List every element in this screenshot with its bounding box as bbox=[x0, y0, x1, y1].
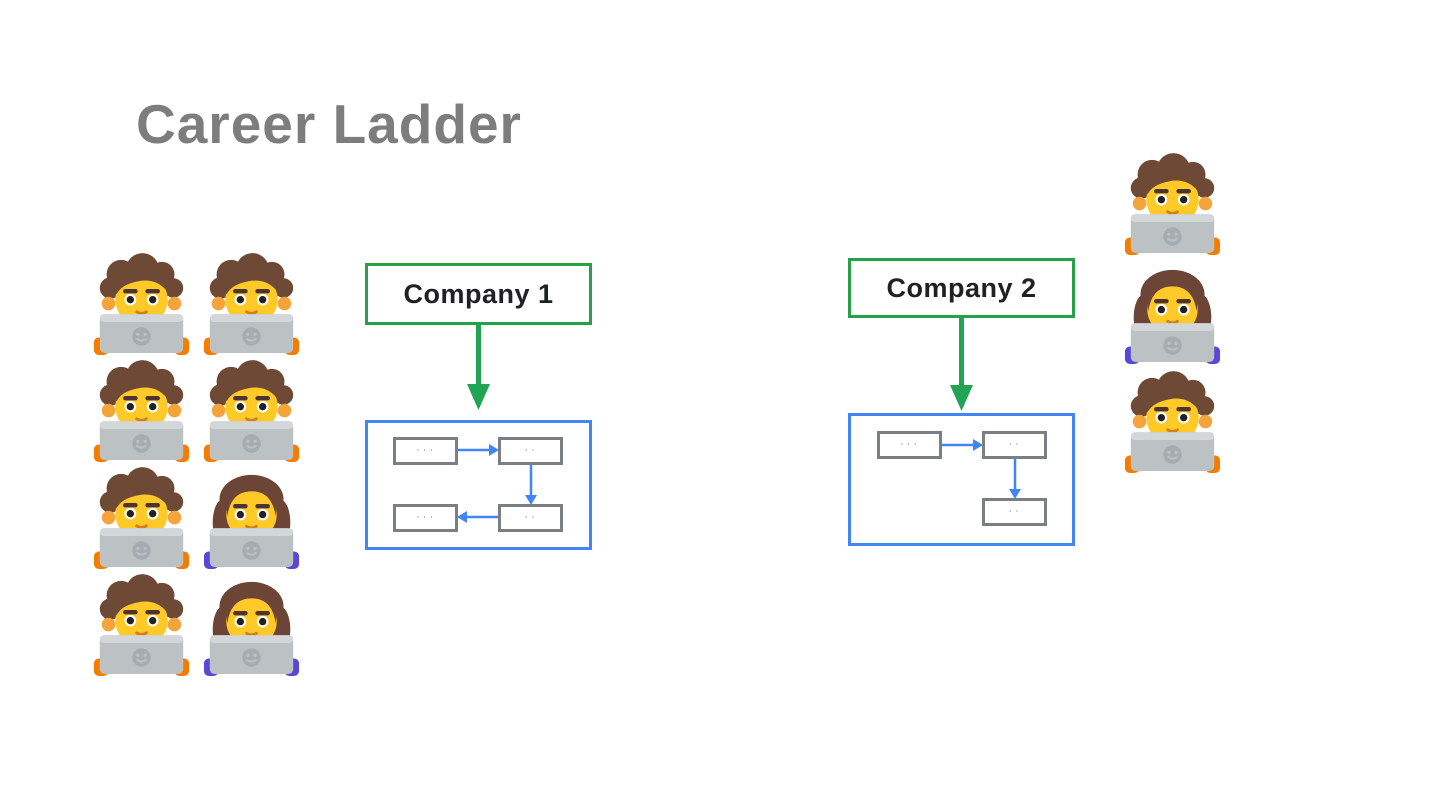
company2-down-arrow-icon bbox=[950, 317, 973, 411]
company1-ladder-box: · · · · · · · · · · bbox=[365, 420, 592, 550]
technologist-person-emoji bbox=[203, 252, 313, 359]
ladder2-node-bottom-right: · · bbox=[982, 498, 1047, 526]
company1-box: Company 1 bbox=[365, 263, 592, 325]
ladder1-node-top-left: · · · bbox=[393, 437, 458, 465]
ladder2-node-top-right: · · bbox=[982, 431, 1047, 459]
slide-title: Career Ladder bbox=[136, 93, 522, 155]
woman-technologist-icon bbox=[203, 581, 300, 676]
person-technologist-icon bbox=[203, 360, 300, 462]
woman-technologist-icon bbox=[1124, 269, 1221, 364]
technologist-woman-emoji bbox=[203, 573, 313, 680]
person-technologist-icon bbox=[93, 253, 190, 355]
technologist-person-emoji bbox=[93, 359, 203, 466]
technologist-person-emoji bbox=[1124, 370, 1234, 479]
ladder1-node-bottom-right: · · bbox=[498, 504, 563, 532]
ladder1-node-top-right: · · bbox=[498, 437, 563, 465]
ladder2-node-top-left: · · · bbox=[877, 431, 942, 459]
technologist-person-emoji bbox=[1124, 152, 1234, 261]
person-technologist-icon bbox=[1124, 153, 1221, 255]
node-label: · · · bbox=[417, 448, 434, 454]
company1-down-arrow-icon bbox=[467, 324, 490, 410]
company1-flow-arrows bbox=[457, 444, 537, 523]
technologist-person-emoji bbox=[203, 359, 313, 466]
node-label: · · bbox=[525, 515, 536, 521]
node-label: · · bbox=[1009, 509, 1020, 515]
person-technologist-icon bbox=[203, 253, 300, 355]
ladder1-node-bottom-left: · · · bbox=[393, 504, 458, 532]
company2-flow-arrows bbox=[942, 439, 1021, 499]
node-label: · · bbox=[525, 448, 536, 454]
technologist-woman-emoji bbox=[203, 466, 313, 573]
woman-technologist-icon bbox=[203, 474, 300, 569]
person-technologist-icon bbox=[93, 467, 190, 569]
node-label: · · · bbox=[417, 515, 434, 521]
company1-label: Company 1 bbox=[403, 278, 554, 309]
person-technologist-icon bbox=[1124, 371, 1221, 473]
technologist-woman-emoji bbox=[1124, 261, 1234, 370]
person-technologist-icon bbox=[93, 360, 190, 462]
technologist-person-emoji bbox=[93, 252, 203, 359]
person-technologist-icon bbox=[93, 574, 190, 676]
company2-ladder-box: · · · · · · · bbox=[848, 413, 1075, 546]
node-label: · · · bbox=[901, 442, 918, 448]
node-label: · · bbox=[1009, 442, 1020, 448]
right-group bbox=[1124, 152, 1234, 479]
technologist-person-emoji bbox=[93, 466, 203, 573]
left-group bbox=[93, 252, 313, 680]
technologist-person-emoji bbox=[93, 573, 203, 680]
company2-box: Company 2 bbox=[848, 258, 1075, 318]
company2-label: Company 2 bbox=[886, 272, 1037, 303]
